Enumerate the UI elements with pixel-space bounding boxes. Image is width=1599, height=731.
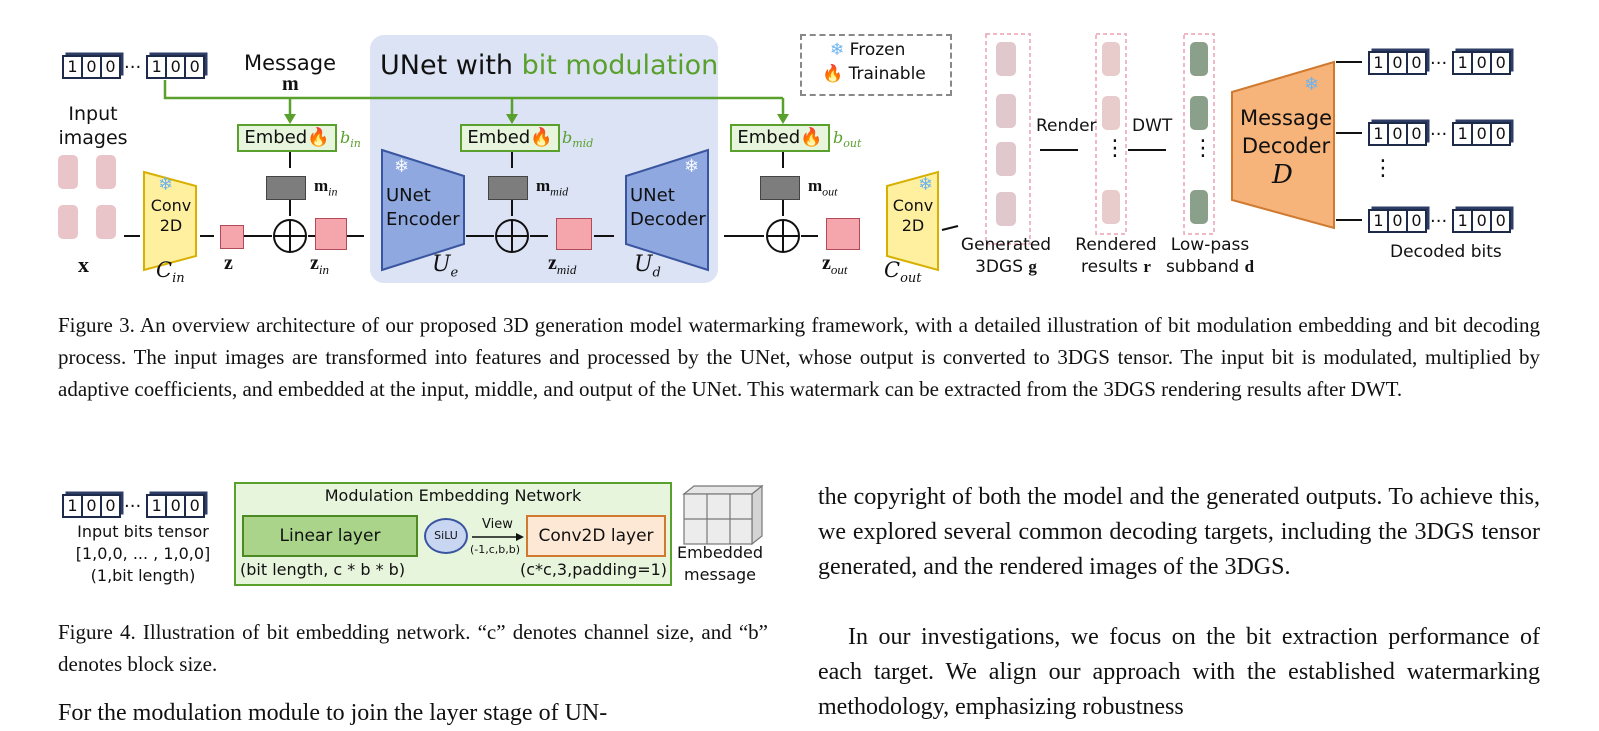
input-image: [58, 155, 78, 189]
legend-trainable: 🔥 Trainable: [822, 64, 926, 84]
decoded-bits-label: Decoded bits: [1390, 242, 1502, 262]
generated-label: Generated 3DGS g: [960, 235, 1052, 277]
b-mid-label: bmid: [562, 128, 594, 151]
rendered-thumb: [1102, 42, 1120, 76]
fire-icon: 🔥: [800, 127, 823, 148]
lowpass-label: Low-pass subband d: [1165, 235, 1255, 277]
fire-icon: 🔥: [307, 127, 330, 148]
embed-out-box: Embed🔥: [730, 124, 830, 152]
decoded-vdots: ⋮: [1372, 156, 1394, 181]
snowflake-icon: ❄: [918, 174, 934, 195]
message-symbol: m: [282, 73, 299, 95]
fig4-input-label: Input bits tensor [1,0,0, ... , 1,0,0] (…: [75, 522, 211, 585]
b-out-label: bout: [833, 128, 862, 151]
lowpass-thumb: [1190, 190, 1208, 224]
m-out-symbol: mout: [808, 176, 838, 199]
generated-thumb: [996, 94, 1016, 128]
conv2d-dims: (c*c,3,padding=1): [520, 560, 668, 579]
m-out-cube: [760, 176, 800, 200]
lowpass-vdots: ⋮: [1192, 136, 1214, 161]
view-arrow: [472, 533, 524, 541]
right-body-paragraph-1: the copyright of both the model and the …: [818, 484, 1540, 580]
lowpass-thumb: [1190, 42, 1208, 76]
u-d-symbol: Ud: [634, 252, 661, 281]
input-image: [58, 205, 78, 239]
z-out-symbol: zout: [822, 252, 848, 277]
legend-frozen: ❄ Frozen: [830, 40, 906, 60]
figure-3: UNet with bit modulation ❄ Frozen 🔥 Trai…: [0, 0, 1599, 290]
c-in-symbol: Cin: [156, 258, 185, 287]
left-body-text: For the modulation module to join the la…: [58, 700, 608, 726]
input-image: [96, 205, 116, 239]
figure-4-caption: Figure 4. Illustration of bit embedding …: [58, 620, 768, 676]
generated-thumb: [996, 142, 1016, 176]
view-label: View: [482, 517, 513, 532]
b-in-label: bin: [340, 128, 361, 151]
z-mid-cube: [556, 218, 592, 250]
snowflake-icon: ❄: [1304, 74, 1320, 95]
snowflake-icon: ❄: [830, 40, 845, 60]
snowflake-icon: ❄: [394, 156, 410, 177]
fire-icon: 🔥: [822, 64, 844, 84]
embed-in-box: Embed🔥: [237, 124, 337, 152]
z-cube: [220, 225, 244, 249]
z-mid-symbol: zmid: [548, 252, 577, 277]
rendered-vdots: ⋮: [1104, 136, 1126, 161]
linear-layer-box: Linear layer: [242, 515, 418, 557]
fire-icon: 🔥: [530, 127, 553, 148]
z-out-cube: [826, 218, 860, 250]
c-out-symbol: Cout: [884, 258, 922, 287]
lowpass-thumb: [1190, 96, 1208, 130]
figure-3-caption: Figure 3. An overview architecture of ou…: [58, 313, 1540, 401]
linear-dims: (bit length, c * b * b): [240, 560, 406, 579]
input-images-label: Input images: [58, 103, 128, 149]
x-symbol: x: [78, 252, 89, 277]
render-label: Render: [1036, 116, 1097, 136]
input-image: [96, 155, 116, 189]
embedded-message-cube: [682, 484, 764, 546]
modulation-network-title: Modulation Embedding Network: [324, 486, 582, 505]
z-in-cube: [315, 218, 347, 250]
conv2d-layer-box: Conv2D layer: [526, 515, 666, 557]
rendered-thumb: [1102, 190, 1120, 224]
message-lines: [124, 33, 1362, 272]
generated-thumb: [996, 42, 1016, 76]
legend-box: [800, 34, 952, 96]
right-body-paragraph-2: In our investigations, we focus on the b…: [818, 624, 1540, 720]
view-dims: (-1,c,b,b): [470, 543, 521, 556]
rendered-thumb: [1102, 96, 1120, 130]
message-label: Message: [244, 51, 337, 75]
m-in-cube: [266, 176, 306, 200]
m-mid-cube: [488, 176, 528, 200]
decoder-symbol: D: [1272, 160, 1293, 190]
unet-panel-title: UNet with bit modulation: [380, 50, 719, 81]
z-symbol: z: [224, 252, 233, 274]
silu-circle: SiLU: [424, 518, 468, 554]
snowflake-icon: ❄: [684, 156, 700, 177]
embed-mid-box: Embed🔥: [460, 124, 560, 152]
u-e-symbol: Ue: [432, 252, 459, 281]
m-mid-symbol: mmid: [536, 176, 569, 199]
rendered-label: Rendered results r: [1075, 235, 1157, 277]
generated-thumb: [996, 192, 1016, 226]
z-in-symbol: zin: [310, 252, 330, 277]
snowflake-icon: ❄: [158, 174, 174, 195]
m-in-symbol: min: [314, 176, 338, 199]
dwt-label: DWT: [1132, 116, 1173, 136]
